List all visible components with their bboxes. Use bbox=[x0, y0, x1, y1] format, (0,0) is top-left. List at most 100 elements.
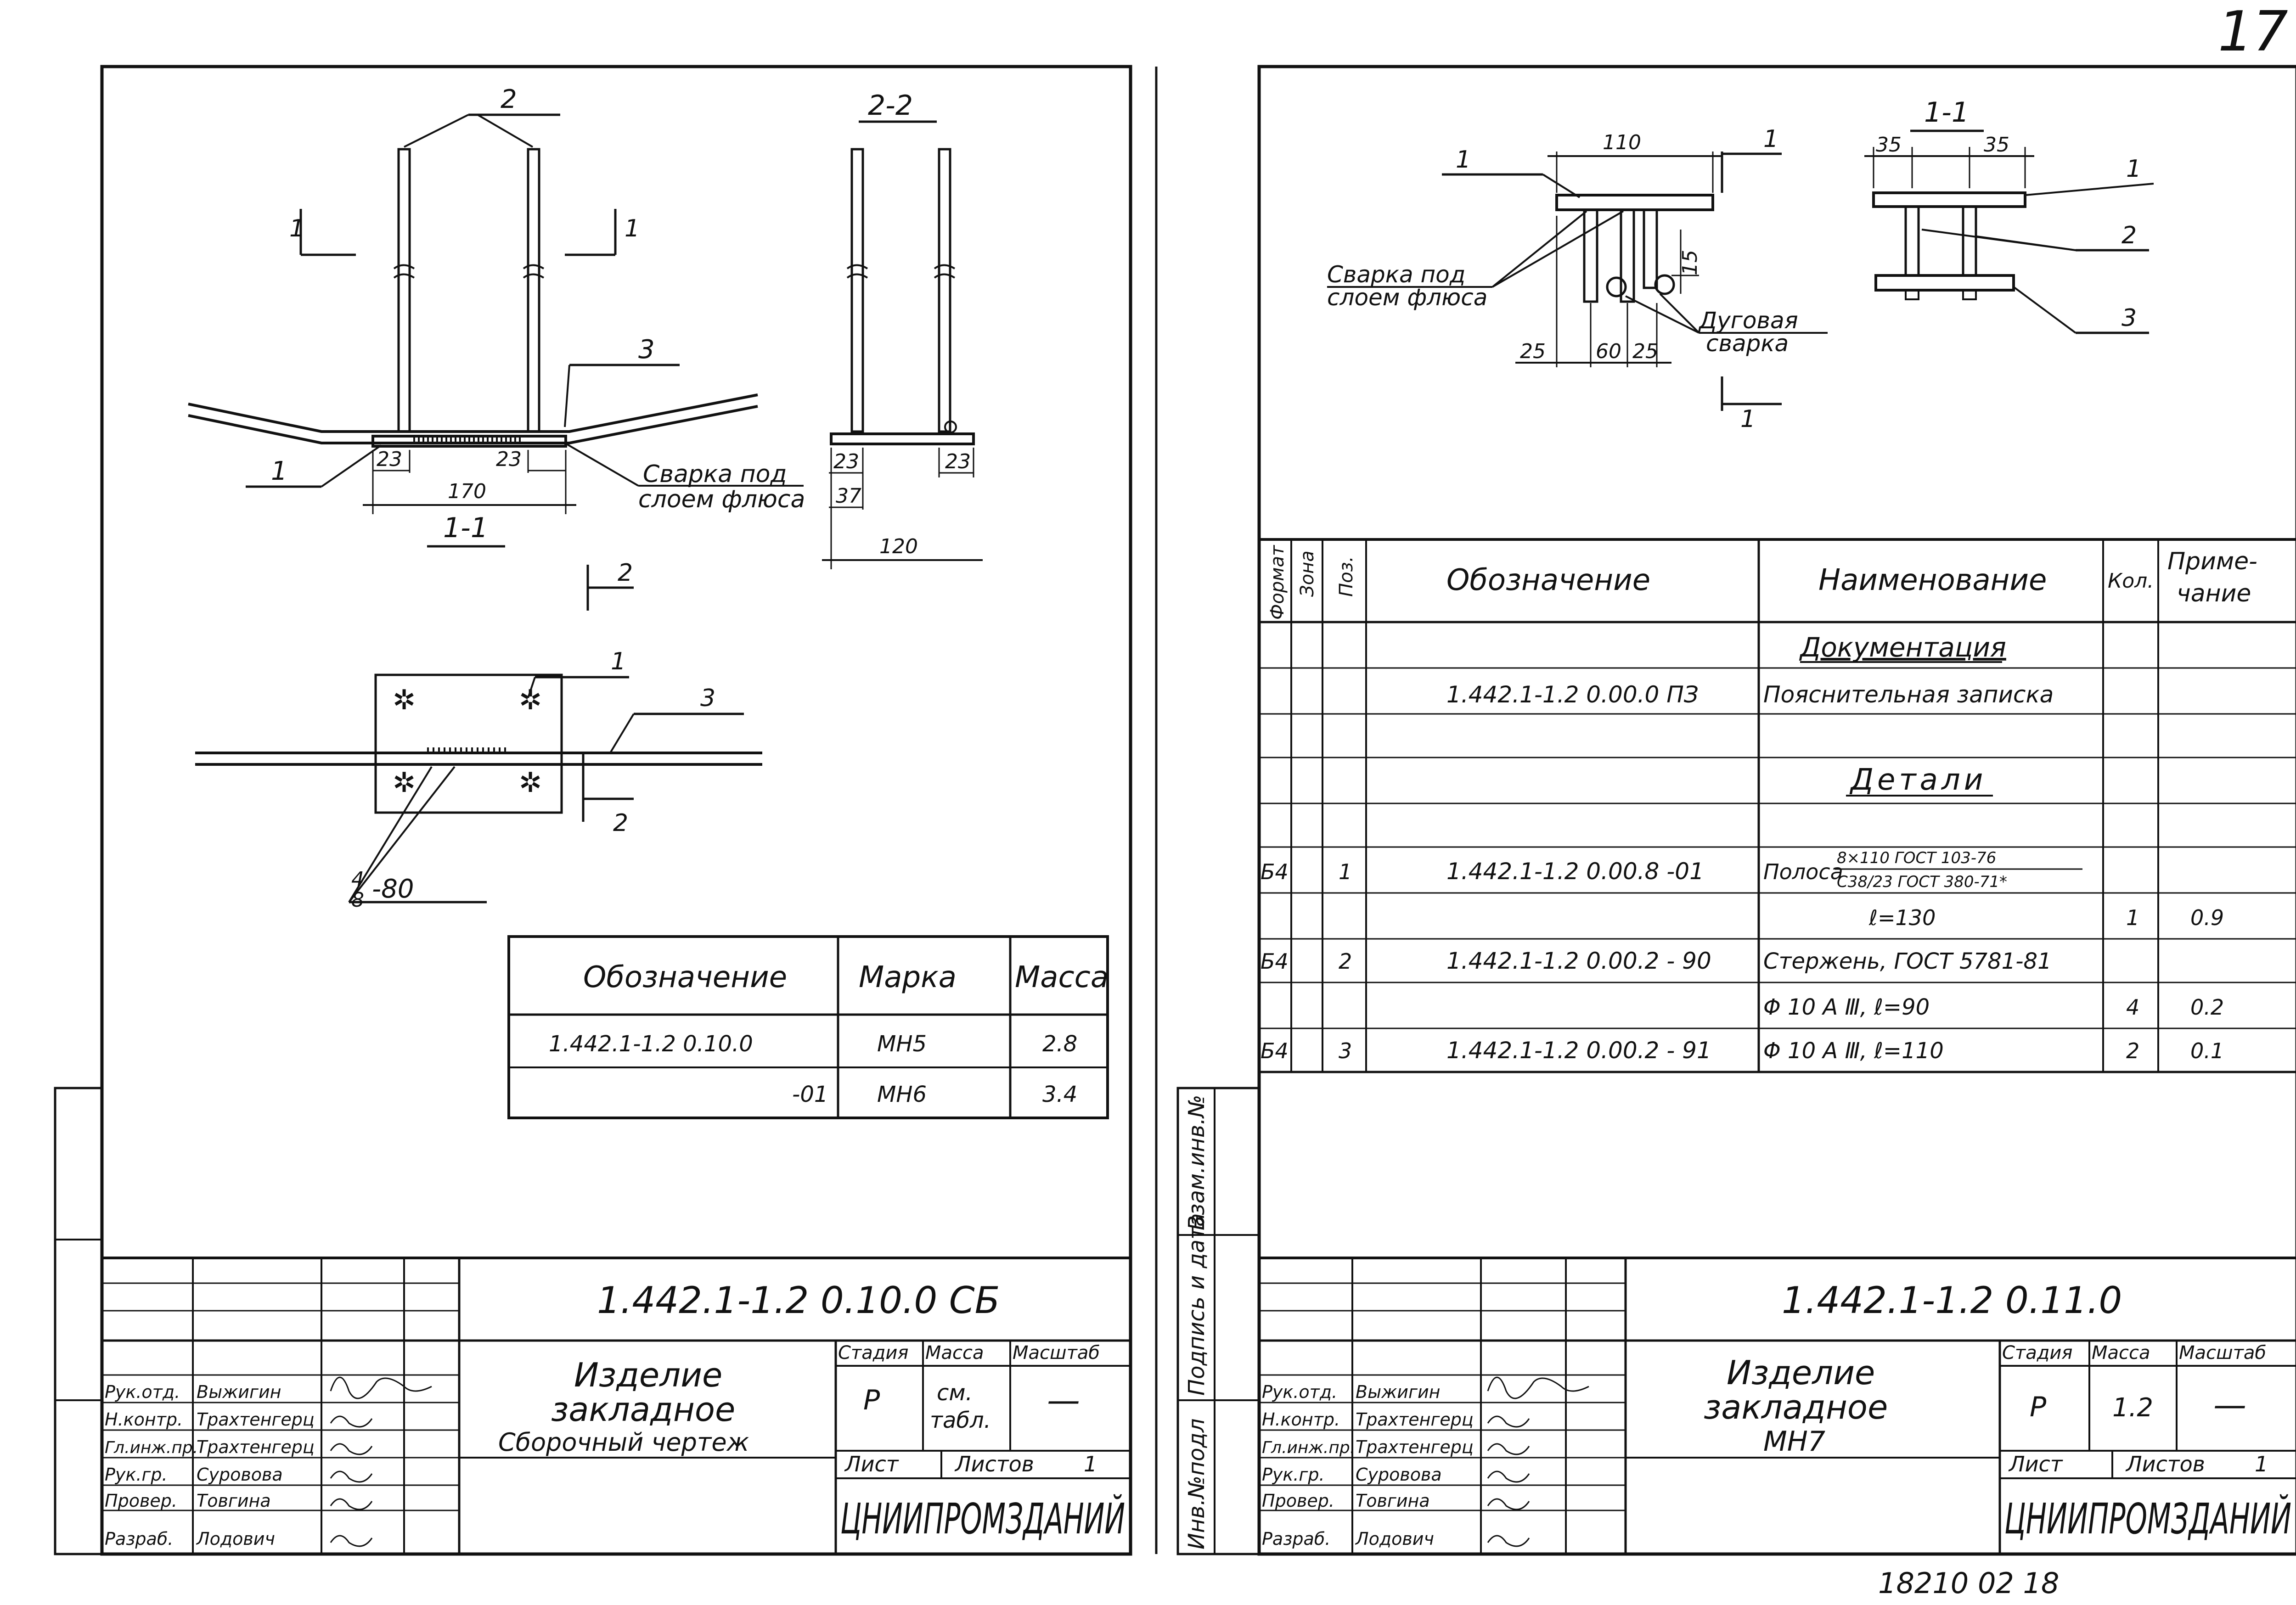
spec-header-pos: Поз. bbox=[1336, 556, 1357, 597]
signature bbox=[330, 1376, 432, 1399]
right-person-name: Товгина bbox=[1356, 1491, 1430, 1511]
spec-row-qty: 4 bbox=[2126, 995, 2139, 1020]
dim-37: 37 bbox=[836, 484, 861, 508]
cut-1-bottom: 1 bbox=[1740, 405, 1756, 433]
right-sheet-label: Лист bbox=[2008, 1452, 2063, 1476]
spec-header-designation: Обозначение bbox=[1446, 563, 1650, 597]
dim-60: 60 bbox=[1596, 340, 1621, 363]
dim-23-b: 23 bbox=[496, 448, 522, 471]
weld-note-line2: слоем флюса bbox=[638, 486, 805, 513]
left-subtitle: Сборочный чертеж bbox=[498, 1428, 749, 1457]
right-person-name: Трахтенгерц bbox=[1356, 1437, 1474, 1457]
footer-code: 18210 02 18 bbox=[1878, 1566, 2059, 1600]
dim-25-a: 25 bbox=[1520, 340, 1546, 363]
left-scale-value: — bbox=[1047, 1381, 1080, 1420]
spec-row-note: 0.1 bbox=[2190, 1038, 2224, 1063]
right-callout-1: 1 bbox=[1456, 146, 1471, 174]
right-doc-code: 1.442.1-1.2 0.11.0 bbox=[1782, 1279, 2122, 1322]
right-scale-label: Масштаб bbox=[2179, 1342, 2266, 1364]
mass-table: Обозначение Марка Масса 1.442.1-1.2 0.10… bbox=[507, 935, 1109, 1119]
right-title-line1: Изделие bbox=[1727, 1353, 1875, 1392]
right-person-role: Разраб. bbox=[1262, 1529, 1330, 1549]
signature bbox=[330, 1443, 373, 1455]
left-sheet-label: Лист bbox=[844, 1452, 899, 1476]
right-scale-value: — bbox=[2213, 1386, 2246, 1424]
spec-row-name: Полоса bbox=[1763, 859, 1843, 884]
plan-callout-3: 3 bbox=[700, 685, 715, 712]
corner-page-number: 17 bbox=[2218, 0, 2288, 64]
right-person-role: Провер. bbox=[1262, 1491, 1334, 1511]
right-person-role: Гл.инж.пр. bbox=[1262, 1438, 1355, 1457]
dim-110: 110 bbox=[1603, 131, 1641, 154]
spec-row-pos: 2 bbox=[1339, 949, 1352, 974]
sec-callout-2: 2 bbox=[2122, 222, 2137, 249]
spec-row-format: Б4 bbox=[1261, 1038, 1289, 1063]
spec-header-zone: Зона bbox=[1297, 550, 1318, 597]
callout-2: 2 bbox=[501, 84, 517, 114]
spec-row-format: Б4 bbox=[1261, 859, 1289, 884]
right-stage-label: Стадия bbox=[2002, 1342, 2072, 1364]
mass-table-cell: 2.8 bbox=[1042, 1031, 1077, 1057]
mass-table-header-designation: Обозначение bbox=[583, 960, 787, 994]
spec-row-note: 0.2 bbox=[2190, 995, 2224, 1020]
left-person-name: Трахтенгерц bbox=[197, 1409, 315, 1430]
left-sheet-frame bbox=[54, 65, 1158, 1556]
callout-1: 1 bbox=[271, 456, 287, 486]
spec-table: Формат Зона Поз. Обозначение Наименовани… bbox=[1259, 539, 2296, 1073]
signature bbox=[330, 1498, 373, 1510]
left-person-role: Рук.отд. bbox=[105, 1382, 180, 1402]
spec-row-designation: 1.442.1-1.2 0.00.2 - 90 bbox=[1446, 948, 1711, 974]
left-doc-code: 1.442.1-1.2 0.10.0 СБ bbox=[597, 1279, 1000, 1322]
right-person-role: Рук.гр. bbox=[1262, 1465, 1325, 1485]
spec-row-qty: 2 bbox=[2126, 1038, 2139, 1063]
plan-callout-1: 1 bbox=[611, 648, 626, 675]
spec-row-pos: 3 bbox=[1339, 1038, 1352, 1063]
cut-1-left: 1 bbox=[289, 215, 304, 242]
spec-row-name: Φ 10 A Ⅲ, ℓ=90 bbox=[1763, 994, 1930, 1020]
right-section-label-1-1: 1-1 bbox=[1924, 96, 1969, 129]
dim-23-c: 23 bbox=[833, 450, 859, 473]
spec-header-note-line1: Приме- bbox=[2167, 548, 2257, 575]
right-org: ЦНИИПРОМЗДАНИЙ bbox=[2004, 1494, 2291, 1543]
left-mass-value-2: табл. bbox=[930, 1408, 991, 1433]
spec-row-name: ℓ=130 bbox=[1868, 905, 1936, 930]
right-weld-note-line1: Сварка под bbox=[1327, 261, 1465, 288]
left-stage-label: Стадия bbox=[838, 1342, 908, 1364]
side-label-inv-orig: Инв.№подл bbox=[1184, 1419, 1210, 1549]
right-stage-value: Р bbox=[2030, 1391, 2047, 1423]
mass-table-cell: МН5 bbox=[877, 1031, 927, 1057]
callout-3: 3 bbox=[638, 335, 655, 365]
mass-table-header-mass: Масса bbox=[1015, 960, 1109, 994]
spec-row-name: Пояснительная записка bbox=[1763, 681, 2054, 708]
mass-table-cell: МН6 bbox=[877, 1082, 927, 1107]
signature bbox=[1487, 1415, 1530, 1428]
spec-row-qty: 1 bbox=[2126, 905, 2139, 930]
left-sheets-value: 1 bbox=[1084, 1452, 1097, 1476]
arc-weld-line2: сварка bbox=[1706, 330, 1789, 357]
right-title-line2: закладное bbox=[1704, 1388, 1888, 1426]
left-person-role: Н.контр. bbox=[105, 1409, 183, 1430]
bolt-icon: ✲ bbox=[393, 767, 416, 799]
dim-23-d: 23 bbox=[945, 450, 971, 473]
section-label-2-2: 2-2 bbox=[868, 90, 913, 122]
dim-25-b: 25 bbox=[1632, 340, 1658, 363]
dim-120: 120 bbox=[879, 535, 918, 558]
left-title-block: 1.442.1-1.2 0.10.0 СБ Изделие закладное … bbox=[102, 1257, 1131, 1554]
spec-section-docs: Документация bbox=[1799, 632, 2006, 663]
signature bbox=[1487, 1535, 1530, 1547]
spec-row-pos: 1 bbox=[1339, 859, 1352, 884]
cut-1-right: 1 bbox=[625, 215, 640, 242]
signature bbox=[1487, 1376, 1589, 1399]
cut-1-top: 1 bbox=[1763, 125, 1778, 153]
dim-23-a: 23 bbox=[377, 448, 402, 471]
section-label-1-1: 1-1 bbox=[443, 512, 488, 544]
right-person-name: Выжигин bbox=[1356, 1382, 1441, 1402]
left-mass-label: Масса bbox=[925, 1342, 984, 1364]
right-person-role: Рук.отд. bbox=[1262, 1382, 1337, 1402]
left-person-name: Лодович bbox=[196, 1529, 275, 1549]
left-plan-view: 2 ✲ ✲ ✲ ✲ 1 3 2 4 8 -80 bbox=[195, 559, 762, 912]
left-person-role: Рук.гр. bbox=[105, 1465, 168, 1485]
sec-callout-3: 3 bbox=[2122, 304, 2137, 332]
right-sheets-value: 1 bbox=[2255, 1452, 2268, 1476]
